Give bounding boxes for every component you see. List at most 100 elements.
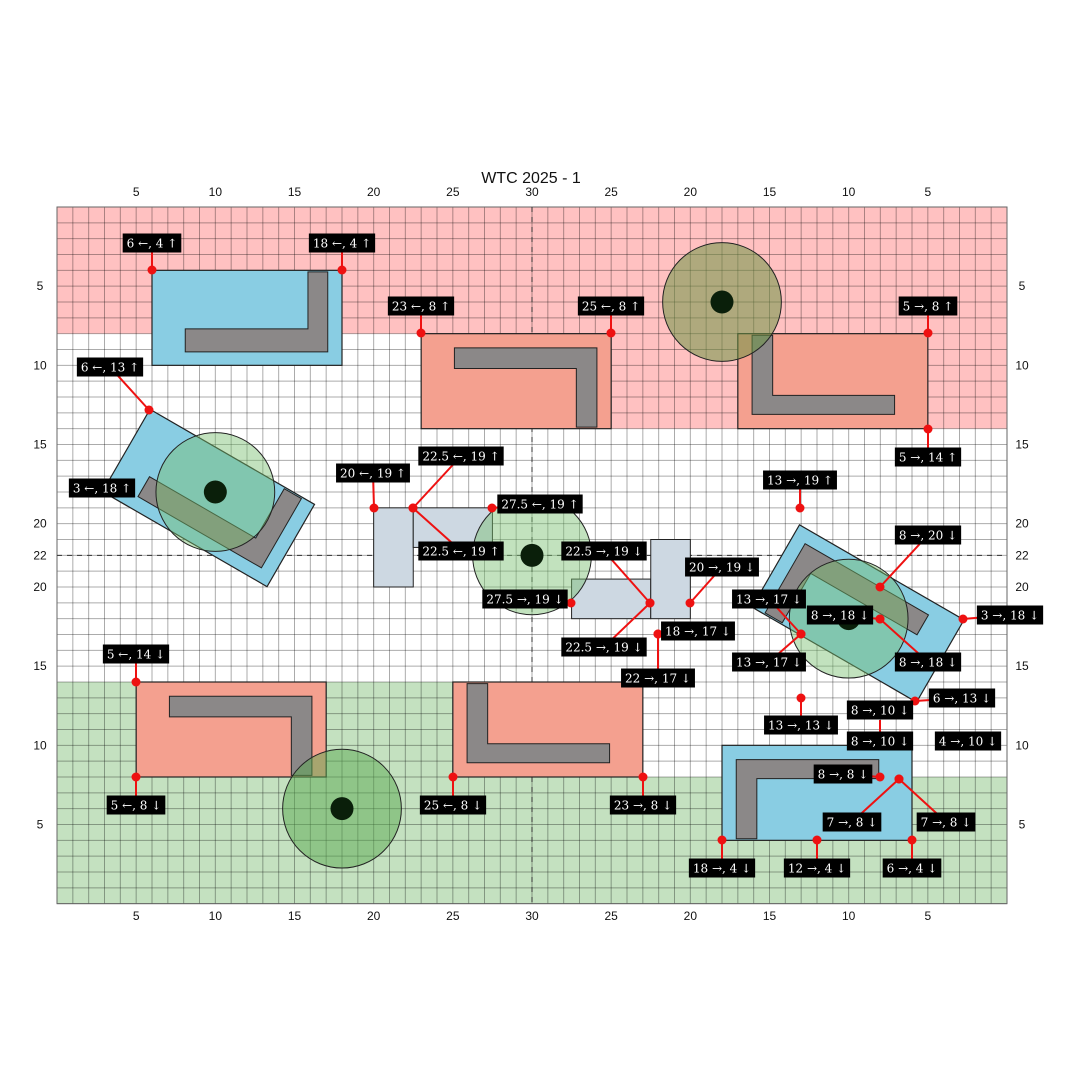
y-tick-right: 5 [1019, 279, 1026, 293]
coordinate-label-background [482, 589, 568, 609]
coordinate-label: 22 →, 17 ↓ [621, 668, 695, 688]
marker-point [408, 503, 418, 513]
coordinate-label-background [418, 446, 504, 466]
y-tick-right: 20 [1015, 580, 1029, 594]
coordinate-label-background [822, 812, 882, 832]
coordinate-label: 4 →, 10 ↓ [934, 731, 1002, 751]
y-tick-left: 10 [33, 358, 47, 372]
coordinate-label-text: 5 →, 8 ↑ [903, 300, 954, 314]
coordinate-label-text: 18 ←, 4 ↑ [313, 237, 371, 251]
coordinate-label: 6 →, 13 ↓ [928, 688, 996, 708]
x-tick-bottom: 25 [604, 909, 618, 923]
coordinate-label-text: 8 →, 10 ↓ [851, 735, 909, 749]
coordinate-label-text: 6 ←, 4 ↑ [127, 237, 178, 251]
coordinate-label-text: 8 →, 8 ↓ [818, 768, 869, 782]
x-tick-top: 10 [842, 185, 856, 199]
coordinate-label-background [76, 357, 144, 377]
coordinate-label-background [732, 589, 806, 609]
marker-point [923, 328, 933, 338]
coordinate-label-text: 5 ←, 14 ↓ [107, 648, 165, 662]
coordinate-label-background [783, 858, 851, 878]
coordinate-label: 5 →, 8 ↑ [898, 296, 958, 316]
coordinate-label: 5 →, 14 ↑ [894, 447, 962, 467]
coordinate-label-background [916, 812, 976, 832]
marker-point [638, 772, 648, 782]
coordinate-label: 3 ←, 18 ↑ [68, 478, 136, 498]
coordinate-label-background [813, 764, 873, 784]
coordinate-label-text: 13 →, 19 ↑ [767, 474, 833, 488]
x-tick-bottom: 20 [367, 909, 381, 923]
marker-point [144, 405, 154, 415]
coordinate-label-text: 8 →, 18 ↓ [811, 609, 869, 623]
wall-obstacle [453, 347, 598, 428]
y-tick-right: 10 [1015, 358, 1029, 372]
coordinate-label-text: 27.5 →, 19 ↓ [486, 593, 563, 607]
coordinate-label: 5 ←, 14 ↓ [102, 644, 170, 664]
x-tick-bottom: 5 [924, 909, 931, 923]
y-tick-left: 10 [33, 738, 47, 752]
coordinate-label: 13 →, 17 ↓ [732, 652, 806, 672]
coordinate-label-background [102, 644, 170, 664]
marker-point [875, 582, 885, 592]
x-tick-top: 30 [525, 185, 539, 199]
coordinate-label: 8 →, 18 ↓ [806, 605, 874, 625]
y-tick-left: 15 [33, 659, 47, 673]
coordinate-label-background [685, 557, 759, 577]
coordinate-label: 27.5 ←, 19 ↑ [497, 494, 583, 514]
coordinate-label-text: 13 →, 17 ↓ [736, 656, 802, 670]
coordinate-label-text: 23 ←, 8 ↑ [392, 300, 450, 314]
marker-point [416, 328, 426, 338]
coordinate-label-background [68, 478, 136, 498]
coordinate-label-text: 12 →, 4 ↓ [788, 862, 846, 876]
coordinate-label-background [894, 652, 962, 672]
x-tick-bottom: 10 [209, 909, 223, 923]
marker-point [448, 772, 458, 782]
coordinate-label-background [336, 463, 410, 483]
coordinate-label-background [894, 447, 962, 467]
coordinate-label-background [106, 795, 166, 815]
coordinate-label-background [894, 525, 962, 545]
coordinate-label: 27.5 →, 19 ↓ [482, 589, 568, 609]
coordinate-label-text: 8 →, 18 ↓ [899, 656, 957, 670]
x-tick-top: 20 [684, 185, 698, 199]
marker-point [131, 772, 141, 782]
coordinate-label: 8 →, 10 ↓ [846, 700, 914, 720]
coordinate-label: 8 →, 8 ↓ [813, 764, 873, 784]
coordinate-label-text: 8 →, 10 ↓ [851, 704, 909, 718]
coordinate-label-text: 3 ←, 18 ↑ [73, 482, 131, 496]
marker-point [337, 265, 347, 275]
coordinate-label: 22.5 ←, 19 ↑ [418, 446, 504, 466]
target-center-dot [520, 543, 544, 567]
target-center-dot [330, 797, 354, 821]
coordinate-label: 6 ←, 13 ↑ [76, 357, 144, 377]
marker-point [796, 629, 806, 639]
coordinate-label-text: 18 →, 17 ↓ [665, 625, 731, 639]
coordinate-label-text: 3 →, 18 ↓ [981, 609, 1039, 623]
coordinate-label: 18 ←, 4 ↑ [308, 233, 376, 253]
y-tick-right: 22 [1015, 548, 1029, 562]
coordinate-label-text: 6 →, 13 ↓ [933, 692, 991, 706]
coordinate-label-text: 27.5 ←, 19 ↑ [501, 498, 578, 512]
coordinate-label: 20 ←, 19 ↑ [336, 463, 410, 483]
coordinate-label: 13 →, 13 ↓ [764, 715, 838, 735]
coordinate-label-text: 6 →, 4 ↓ [887, 862, 938, 876]
coordinate-label-text: 6 ←, 13 ↑ [81, 361, 139, 375]
coordinate-label: 18 →, 17 ↓ [661, 621, 735, 641]
y-tick-left: 15 [33, 438, 47, 452]
marker-point [645, 598, 655, 608]
coordinate-label-background [764, 715, 838, 735]
coordinate-label-background [418, 541, 504, 561]
coordinate-label-text: 22.5 ←, 19 ↑ [422, 545, 499, 559]
coordinate-label-text: 22.5 →, 19 ↓ [565, 641, 642, 655]
target-center-dot [710, 290, 734, 314]
marker-point [685, 598, 695, 608]
wall-obstacle [137, 476, 303, 569]
coordinate-label-background [898, 296, 958, 316]
coordinate-label-text: 8 →, 20 ↓ [899, 529, 957, 543]
diagram-title: WTC 2025 - 1 [481, 170, 581, 187]
marker-point [796, 693, 806, 703]
coordinate-label-background [609, 795, 677, 815]
x-tick-top: 5 [133, 185, 140, 199]
coordinate-label-background [561, 541, 647, 561]
